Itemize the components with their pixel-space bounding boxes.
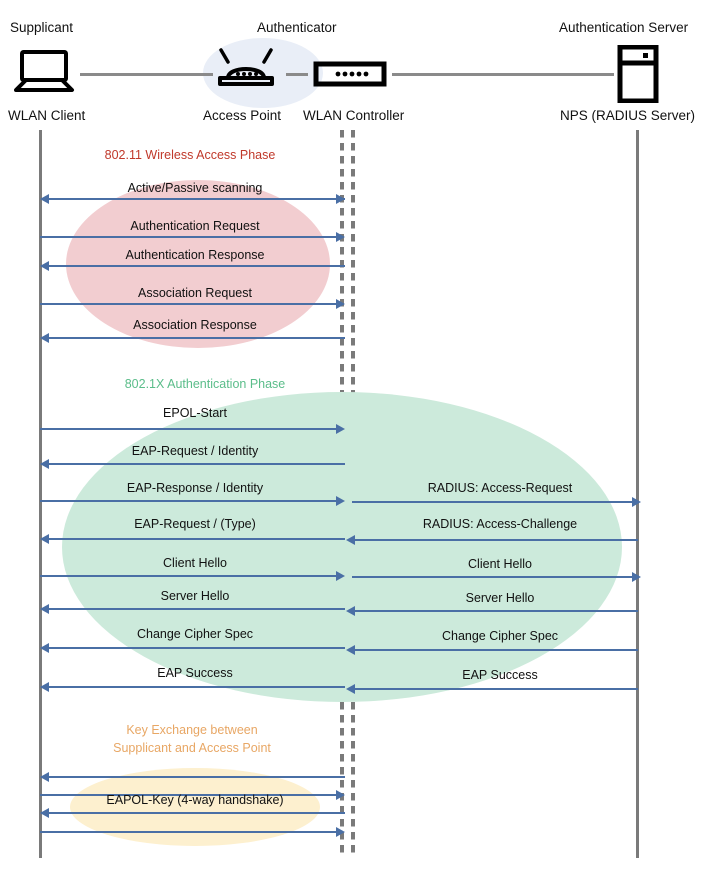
phase-caption-key-line1: Key Exchange between [126, 723, 258, 737]
phase-blob-8021x [62, 392, 622, 702]
actor-name-wlan-controller: WLAN Controller [303, 108, 405, 123]
arrowhead-left-icon [40, 604, 49, 614]
message-arrow-line [41, 647, 345, 649]
actor-name-access-point: Access Point [203, 108, 282, 123]
actor-role-authenticator: Authenticator [257, 20, 337, 35]
message-label: EPOL-Start [163, 406, 227, 420]
message-arrow-line [352, 576, 637, 578]
arrowhead-right-icon [336, 790, 345, 800]
arrowhead-right-icon [336, 299, 345, 309]
arrowhead-left-icon [40, 459, 49, 469]
message-label: Client Hello [163, 556, 227, 570]
arrowhead-right-icon [336, 424, 345, 434]
phase-caption-key-line2: Supplicant and Access Point [113, 741, 271, 755]
wire-client-to-ap [80, 73, 213, 76]
arrowhead-left-icon [346, 606, 355, 616]
arrowhead-left-icon [40, 772, 49, 782]
message-label: EAP-Response / Identity [126, 481, 264, 495]
arrowhead-left-icon [346, 684, 355, 694]
message-arrow-line [41, 686, 345, 688]
message-arrow-line [40, 575, 340, 577]
message-arrow-line [40, 794, 340, 796]
message-label: Active/Passive scanning [127, 181, 263, 195]
lifeline-auth-server [636, 130, 639, 858]
message-arrow-line [353, 649, 638, 651]
arrowhead-left-icon [346, 645, 355, 655]
phase-blob-80211 [66, 180, 330, 348]
arrowhead-right-icon [336, 232, 345, 242]
message-label: RADIUS: Access-Request [427, 481, 573, 495]
message-arrow-line [41, 198, 345, 200]
message-arrow-line [353, 610, 638, 612]
message-arrow-line [352, 501, 637, 503]
message-label: Change Cipher Spec [136, 627, 254, 641]
arrowhead-right-icon [632, 572, 641, 582]
message-label: Client Hello [468, 557, 532, 571]
actor-role-authentication-server: Authentication Server [559, 20, 689, 35]
wire-ap-to-controller [286, 73, 308, 76]
phase-caption-8021x: 802.1X Authentication Phase [124, 377, 286, 391]
arrowhead-left-icon [40, 261, 49, 271]
message-arrow-line [40, 303, 340, 305]
message-label: Server Hello [160, 589, 230, 603]
message-label: EAP Success [157, 666, 233, 680]
message-arrow-line [41, 265, 345, 267]
arrowhead-right-icon [336, 496, 345, 506]
message-label: EAP-Request / (Type) [134, 517, 256, 531]
lifeline-supplicant [39, 130, 42, 858]
message-arrow-line [40, 500, 340, 502]
message-arrow-line [41, 337, 345, 339]
server-icon [616, 45, 660, 103]
message-arrow-line [40, 236, 340, 238]
arrowhead-left-icon [40, 194, 49, 204]
message-arrow-line [40, 831, 340, 833]
message-arrow-line [40, 428, 340, 430]
phase-blob-key [70, 768, 320, 846]
wire-controller-to-server [392, 73, 614, 76]
message-arrow-line [41, 608, 345, 610]
actor-name-nps-radius-server: NPS (RADIUS Server) [560, 108, 696, 123]
arrowhead-right-icon [336, 827, 345, 837]
arrowhead-left-icon [40, 682, 49, 692]
arrowhead-left-icon [40, 643, 49, 653]
message-label: Change Cipher Spec [441, 629, 559, 643]
message-arrow-line [41, 463, 345, 465]
arrowhead-right-icon [632, 497, 641, 507]
arrowhead-left-icon [40, 333, 49, 343]
arrowhead-left-icon [40, 534, 49, 544]
message-arrow-line [41, 812, 345, 814]
message-arrow-line [41, 776, 345, 778]
arrowhead-left-icon [40, 808, 49, 818]
arrowhead-right-icon [336, 194, 345, 204]
message-label: EAP Success [462, 668, 538, 682]
message-label: EAP-Request / Identity [131, 444, 259, 458]
wlan-controller-icon [313, 61, 387, 87]
arrowhead-left-icon [346, 535, 355, 545]
message-label: Association Request [138, 286, 252, 300]
message-label: Server Hello [465, 591, 535, 605]
message-arrow-line [353, 688, 638, 690]
message-arrow-line [353, 539, 638, 541]
message-label: EAPOL-Key (4-way handshake) [106, 793, 284, 807]
message-arrow-line [41, 538, 345, 540]
access-point-icon [215, 48, 277, 90]
actor-role-supplicant: Supplicant [10, 20, 74, 35]
arrowhead-right-icon [336, 571, 345, 581]
message-label: RADIUS: Access-Challenge [422, 517, 578, 531]
phase-caption-80211: 802.11 Wireless Access Phase [104, 148, 276, 162]
message-label: Association Response [133, 318, 257, 332]
message-label: Authentication Request [130, 219, 260, 233]
message-label: Authentication Response [125, 248, 265, 262]
laptop-icon [12, 50, 76, 94]
actor-name-wlan-client: WLAN Client [8, 108, 86, 123]
